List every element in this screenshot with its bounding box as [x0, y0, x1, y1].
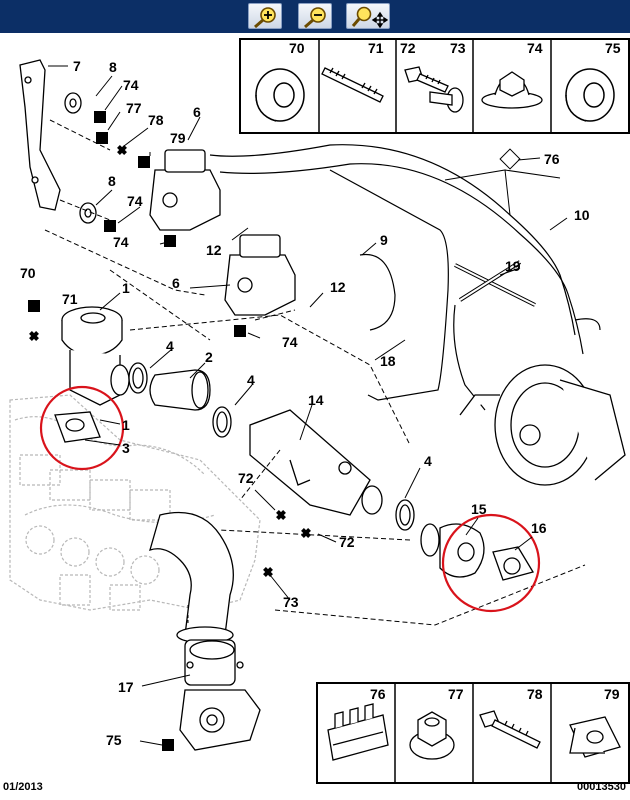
- callout-73: 73: [283, 594, 299, 610]
- zoom-in-button[interactable]: [248, 3, 282, 29]
- legend-top: 70 71 72 73 74 75: [239, 38, 630, 134]
- callout-12: 12: [206, 242, 222, 258]
- hose-clamp: [128, 362, 415, 531]
- callout-4: 4: [424, 453, 432, 469]
- legend-label-79: 79: [604, 686, 620, 702]
- egr-cooler-pipe: [149, 511, 261, 751]
- mounting-bracket: [19, 59, 61, 211]
- callout-72: 72: [238, 470, 254, 486]
- gasket: [54, 411, 101, 443]
- bolt-icon: [404, 66, 449, 93]
- engine-block: [9, 394, 261, 611]
- exploded-parts-diagram: 70 71 72 73 74 75: [9, 38, 630, 784]
- callout-1: 1: [122, 280, 130, 296]
- magnifier-minus-icon: [304, 7, 326, 29]
- toolbar: [0, 0, 630, 33]
- callout-70: 70: [20, 265, 36, 281]
- legend-label-74: 74: [527, 40, 543, 56]
- callout-15: 15: [471, 501, 487, 517]
- callout-77: 77: [126, 100, 142, 116]
- flat-washer-icon: [255, 68, 305, 122]
- egr-valve: [61, 306, 123, 406]
- callout-17: 17: [118, 679, 134, 695]
- callout-75: 75: [106, 732, 122, 748]
- legend-label-76: 76: [370, 686, 386, 702]
- stud-icon: [321, 67, 384, 103]
- callout-71: 71: [62, 291, 78, 307]
- outlet-flange: [420, 523, 485, 578]
- callout-78: 78: [148, 112, 164, 128]
- callout-74: 74: [123, 77, 139, 93]
- callout-8: 8: [108, 173, 116, 189]
- legend-label-78: 78: [527, 686, 543, 702]
- clip-strip-icon: [327, 703, 389, 761]
- callout-18: 18: [380, 353, 396, 369]
- legend-label-73: 73: [450, 40, 466, 56]
- callout-4: 4: [247, 372, 255, 388]
- footer-reference: 00013530: [577, 781, 626, 793]
- legend-label-71: 71: [368, 40, 384, 56]
- callout-6: 6: [193, 104, 201, 120]
- bolt-icon: [479, 710, 541, 749]
- legend-label-77: 77: [448, 686, 464, 702]
- leader-lines: [48, 65, 568, 746]
- solenoid-valve: [149, 149, 296, 316]
- legend-label-75: 75: [605, 40, 621, 56]
- outlet-gasket: [492, 546, 535, 581]
- nut-icon: [481, 71, 543, 109]
- vacuum-pipe: [209, 144, 601, 411]
- assembly-guide-lines: [44, 119, 586, 626]
- callout-79: 79: [170, 130, 186, 146]
- callout-74: 74: [113, 234, 129, 250]
- callout-19: 19: [505, 258, 521, 274]
- callout-labels: 7 8 74 77 78 79 6 8 74 74 12 6 12 74 9 1…: [20, 58, 590, 748]
- bolt-washer-icon: [429, 87, 464, 113]
- connecting-pipe: [110, 364, 211, 411]
- callout-74: 74: [282, 334, 298, 350]
- magnifier-move-icon: [351, 6, 388, 29]
- callout-8: 8: [109, 59, 117, 75]
- highlight-egr-gasket: [39, 385, 125, 471]
- callout-1: 1: [122, 417, 130, 433]
- fastener-markers: [26, 111, 521, 751]
- flat-washer-icon: [565, 68, 615, 122]
- footer-date: 01/2013: [3, 781, 43, 793]
- legend-bottom: 76 77 78 79: [316, 682, 630, 784]
- brake-booster: [459, 364, 626, 486]
- callout-9: 9: [380, 232, 388, 248]
- egr-cooler: [249, 409, 383, 516]
- pan-button[interactable]: [346, 3, 390, 29]
- callout-7: 7: [73, 58, 81, 74]
- rubber-mount: [64, 92, 97, 224]
- legend-label-70: 70: [289, 40, 305, 56]
- callout-10: 10: [574, 207, 590, 223]
- callout-12: 12: [330, 279, 346, 295]
- callout-3: 3: [122, 440, 130, 456]
- callout-72: 72: [339, 534, 355, 550]
- legend-label-72: 72: [400, 40, 416, 56]
- callout-76: 76: [544, 151, 560, 167]
- highlight-outlet-gasket: [441, 513, 541, 613]
- cage-nut-icon: [569, 716, 621, 758]
- callout-6: 6: [172, 275, 180, 291]
- callout-4: 4: [166, 338, 174, 354]
- flange-nut-icon: [409, 711, 455, 760]
- callout-14: 14: [308, 392, 324, 408]
- callout-16: 16: [531, 520, 547, 536]
- zoom-out-button[interactable]: [298, 3, 332, 29]
- callout-74: 74: [127, 193, 143, 209]
- callout-2: 2: [205, 349, 213, 365]
- magnifier-plus-icon: [254, 7, 276, 29]
